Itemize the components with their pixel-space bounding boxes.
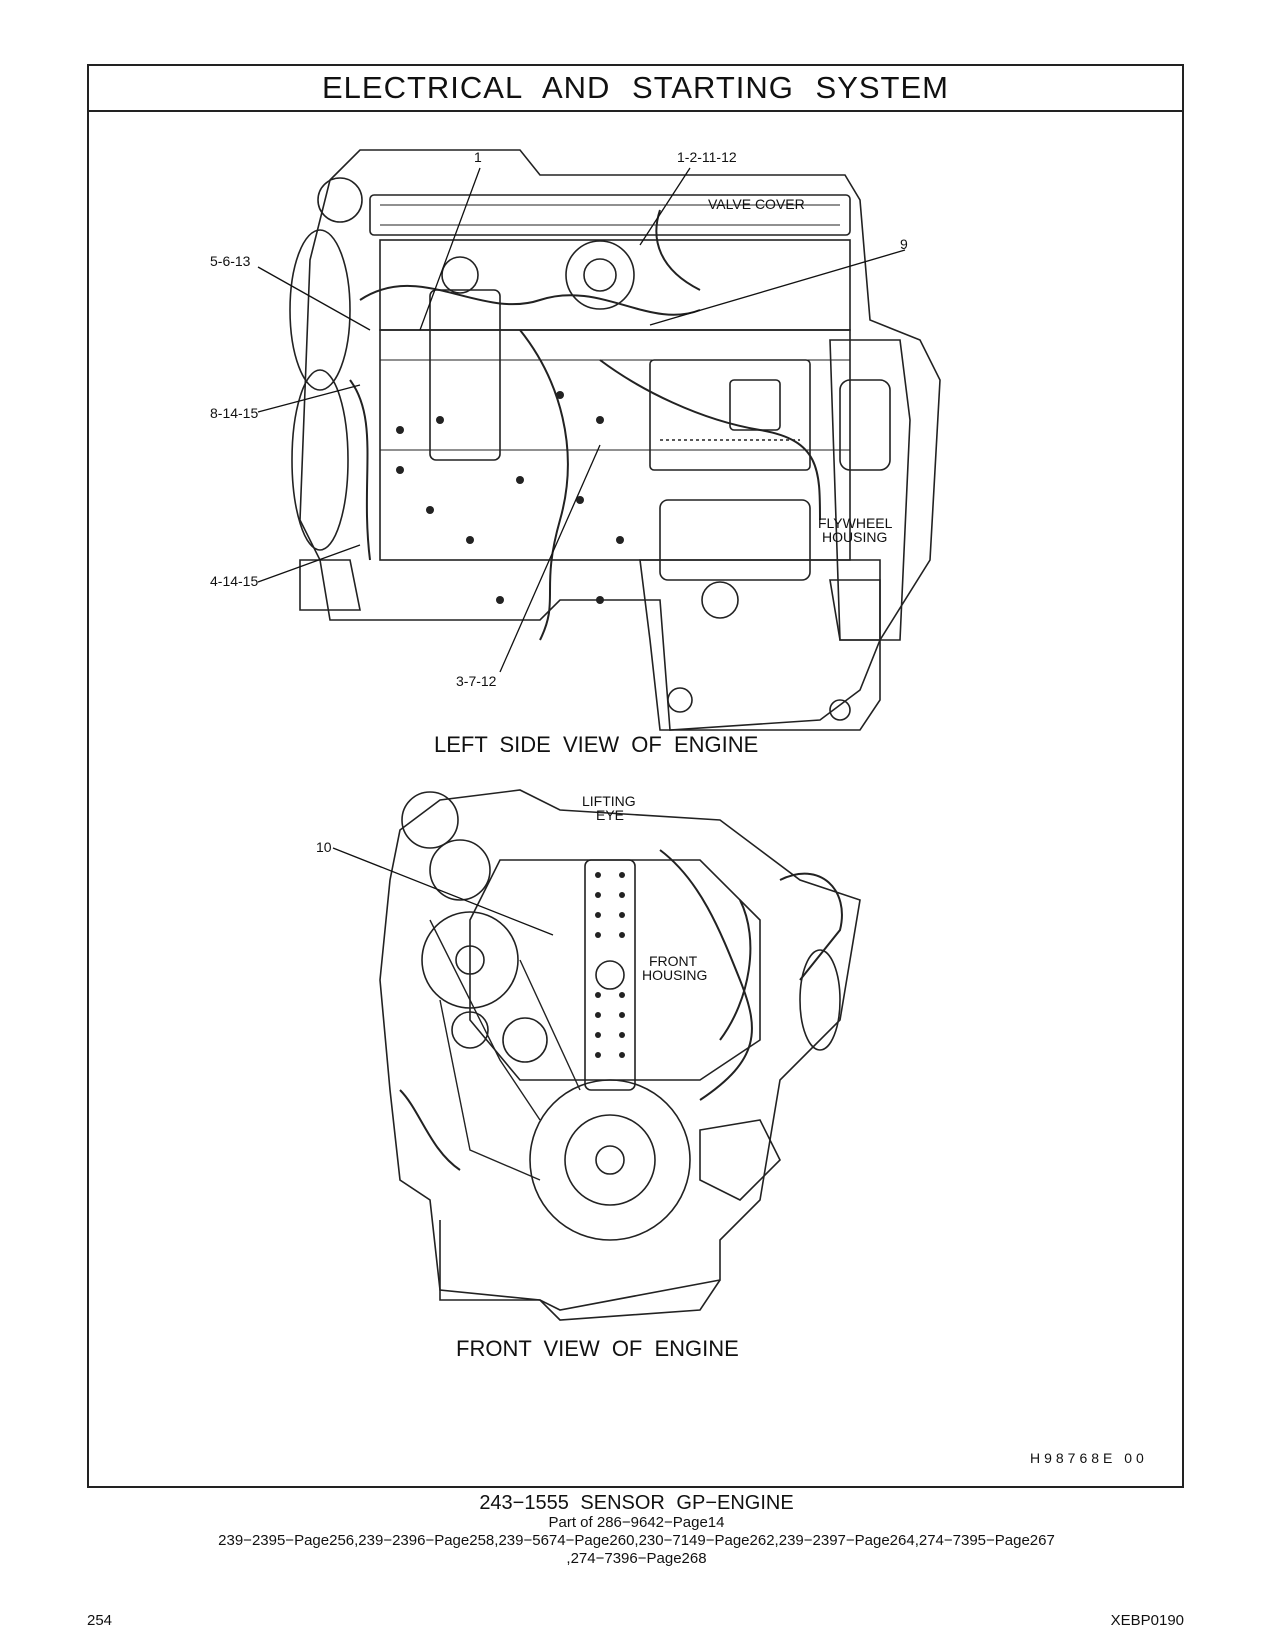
document-code: XEBP0190 <box>1110 1612 1184 1629</box>
left-view-leader-lines <box>257 167 906 673</box>
callout-9: 9 <box>900 236 908 252</box>
part-caption-title: 243−1555 SENSOR GP−ENGINE <box>479 1492 794 1514</box>
label-front: FRONT <box>649 953 698 969</box>
front-engine-drawing <box>379 789 861 1321</box>
callout-1: 1 <box>474 149 482 165</box>
diagram-frame: ELECTRICAL AND STARTING SYSTEM <box>87 64 1184 1488</box>
label-flywheel-housing: HOUSING <box>822 529 887 545</box>
left-view-title: LEFT SIDE VIEW OF ENGINE <box>434 732 758 757</box>
label-lifting-eye: EYE <box>596 807 624 823</box>
label-flywheel: FLYWHEEL <box>818 515 893 531</box>
label-valve-cover: VALVE COVER <box>708 196 805 212</box>
callout-8-14-15: 8-14-15 <box>210 405 258 421</box>
front-view-leader-lines <box>332 847 554 936</box>
page-number: 254 <box>87 1612 113 1629</box>
label-lifting: LIFTING <box>582 793 636 809</box>
page-references-line1: 239−2395−Page256,239−2396−Page258,239−56… <box>218 1532 1055 1549</box>
label-front-housing: HOUSING <box>642 967 707 983</box>
front-view-callouts: 10 LIFTING EYE FRONT HOUSING <box>316 793 707 983</box>
callout-4-14-15: 4-14-15 <box>210 573 258 589</box>
drawing-code: H98768E 00 <box>1030 1450 1148 1466</box>
part-of-reference: Part of 286−9642−Page14 <box>548 1514 725 1531</box>
front-view-title: FRONT VIEW OF ENGINE <box>456 1336 739 1361</box>
callout-10: 10 <box>316 839 332 855</box>
left-side-engine-drawing <box>289 149 941 731</box>
page-references-line2: ,274−7396−Page268 <box>566 1550 707 1567</box>
left-view-callouts: 1 1-2-11-12 5-6-13 9 8-14-15 4-14-15 3-7… <box>210 149 908 689</box>
callout-3-7-12: 3-7-12 <box>456 673 497 689</box>
callout-1-2-11-12: 1-2-11-12 <box>677 149 737 165</box>
callout-5-6-13: 5-6-13 <box>210 253 251 269</box>
page-title: ELECTRICAL AND STARTING SYSTEM <box>89 66 1182 112</box>
